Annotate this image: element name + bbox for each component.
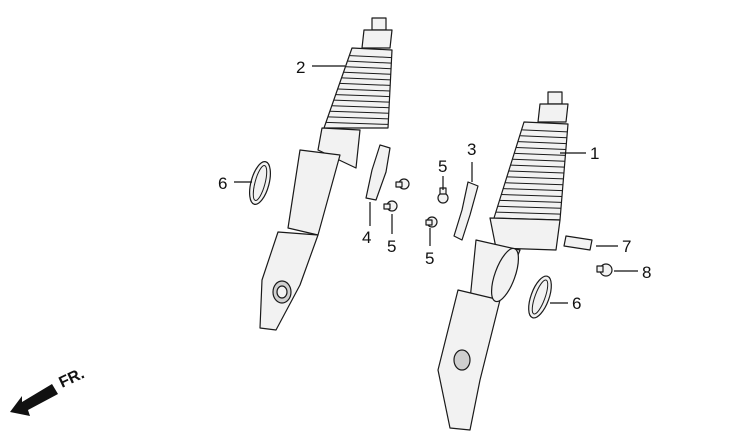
bellows-rib xyxy=(510,164,565,168)
bellows-rib xyxy=(341,77,391,81)
bolt-5a xyxy=(395,178,410,190)
callout-5-b: 5 xyxy=(438,157,447,176)
bellows-rib xyxy=(516,147,567,150)
bellows-rib xyxy=(339,82,391,86)
bolt-5c xyxy=(425,216,438,228)
bellows-rib xyxy=(503,188,563,192)
bellows-rib xyxy=(505,182,564,186)
callout-5-c: 5 xyxy=(425,249,434,268)
callout-4: 4 xyxy=(362,228,371,247)
clamp-7 xyxy=(563,235,593,251)
bellows-rib xyxy=(512,158,566,162)
seal-right xyxy=(528,275,552,319)
bellows-rib xyxy=(349,55,392,59)
bellows-rib xyxy=(327,116,389,120)
bellows-rib xyxy=(522,129,568,133)
bellows-rib xyxy=(495,211,561,215)
fork-leg-right xyxy=(437,91,569,431)
bracket-3 xyxy=(453,181,479,241)
callout-3: 3 xyxy=(467,140,476,159)
callout-7: 7 xyxy=(622,237,631,256)
bellows-rib xyxy=(508,170,565,174)
bellows-rib xyxy=(347,60,392,64)
callout-6-left: 6 xyxy=(218,174,227,193)
bellows-rib xyxy=(520,135,568,139)
bellows-rib xyxy=(514,152,566,156)
bellows-rib xyxy=(337,88,391,92)
callout-6-right: 6 xyxy=(572,294,581,313)
callout-1: 1 xyxy=(590,144,599,163)
callout-8: 8 xyxy=(642,263,651,282)
bellows-rib xyxy=(499,199,562,203)
bellows-rib xyxy=(331,105,390,109)
front-indicator: FR. xyxy=(57,365,88,391)
bellows-rib xyxy=(343,71,391,75)
bellows-rib xyxy=(518,141,567,145)
fork-leg-left xyxy=(259,17,393,331)
bellows-rib xyxy=(497,205,562,209)
bellows-rib xyxy=(507,176,564,180)
bellows-rib xyxy=(333,99,390,103)
bellows-rib xyxy=(329,110,389,114)
bellows-rib xyxy=(501,194,563,197)
seal-left xyxy=(249,161,271,205)
callout-2: 2 xyxy=(296,58,305,77)
bracket-4 xyxy=(365,144,391,201)
bellows-rib xyxy=(345,66,392,70)
bolt-5b xyxy=(437,187,449,204)
front-arrow-icon xyxy=(10,384,58,416)
bolt-5a2 xyxy=(383,200,398,212)
bellows-rib xyxy=(335,94,390,98)
bellows-rib xyxy=(325,121,389,125)
callout-5-a: 5 xyxy=(387,237,396,256)
bolt-8 xyxy=(596,263,613,277)
